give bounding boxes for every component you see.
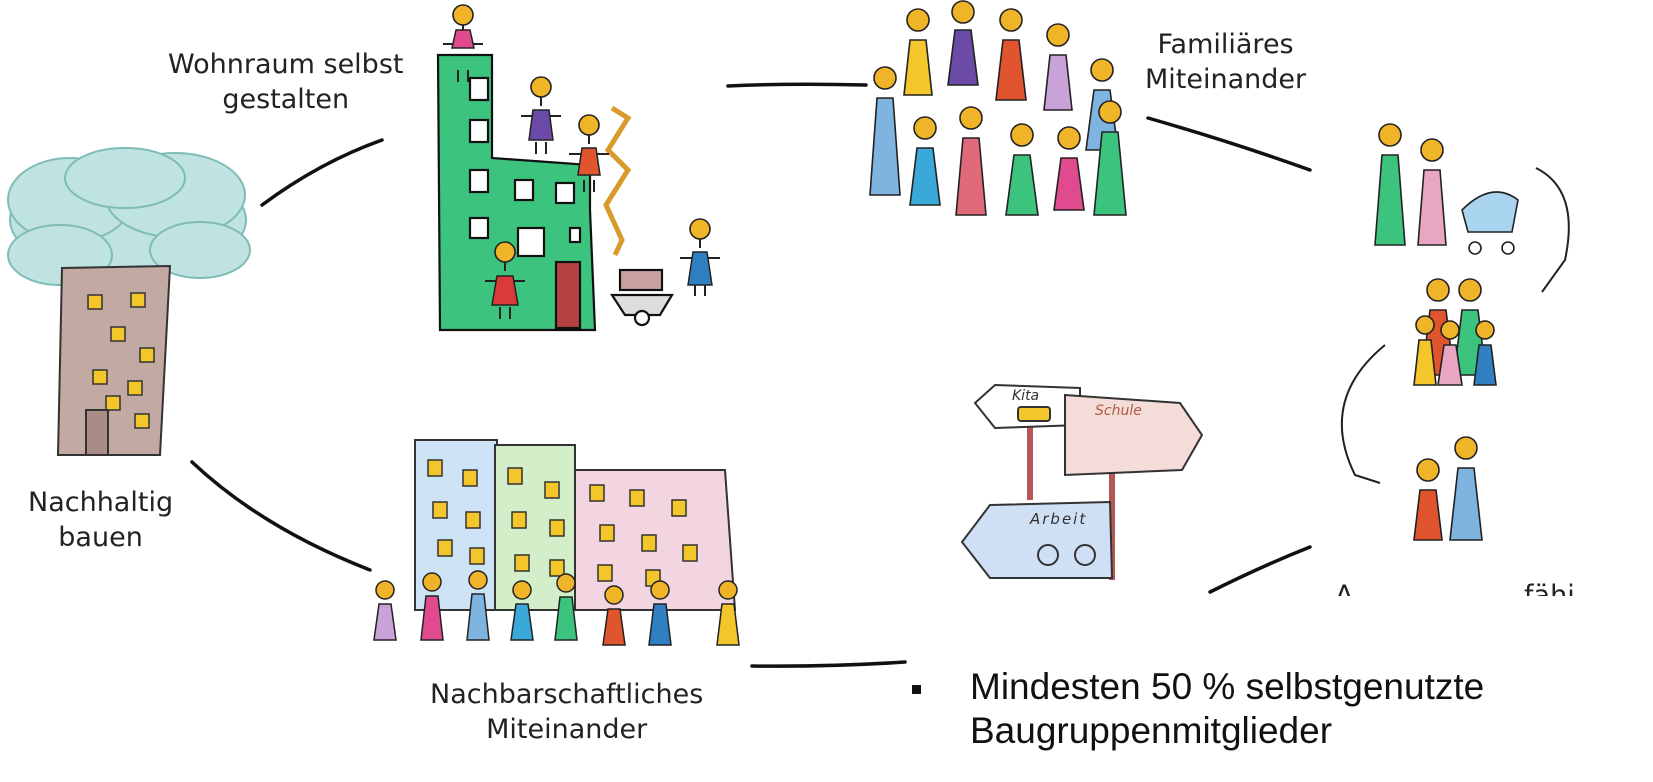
bullet-point: Mindesten 50 % selbstgenutzte Baugruppen… <box>912 665 1653 782</box>
neighbourhood-drawing <box>373 439 740 646</box>
signpost-drawing <box>960 383 1204 580</box>
label-nachhaltig-line2: bauen <box>58 521 143 553</box>
label-familiaeres-line1: Familiäres <box>1157 29 1294 60</box>
tree-house-drawing <box>7 147 251 456</box>
label-familiaeres: Familiäres Miteinander <box>1145 28 1306 97</box>
bullet-text: Mindesten 50 % selbstgenutzte Baugruppen… <box>970 665 1484 754</box>
label-nachhaltig: Nachhaltig bauen <box>28 486 173 555</box>
label-wohnraum: Wohnraum selbst gestalten <box>168 48 403 117</box>
label-nachbarschaft-line1: Nachbarschaftliches <box>430 679 704 710</box>
green-building-drawing <box>436 53 674 332</box>
label-wohnraum-line2: gestalten <box>222 83 350 115</box>
builders-figures <box>442 4 721 320</box>
sign-arbeit: Arbeit <box>1030 510 1088 528</box>
life-stages-drawing <box>1340 123 1570 541</box>
label-familiaeres-line2: Miteinander <box>1145 63 1307 95</box>
bullet-line2: Baugruppenmitglieder <box>970 710 1333 752</box>
label-nachbarschaft-line2: Miteinander <box>486 713 648 745</box>
label-wohnraum-line1: Wohnraum selbst <box>168 49 404 80</box>
label-truncated: A fähi <box>1335 580 1575 596</box>
bullet-marker-icon <box>912 685 921 694</box>
label-nachbarschaft: Nachbarschaftliches Miteinander <box>430 678 703 747</box>
label-nachhaltig-line1: Nachhaltig <box>28 487 174 518</box>
sign-kita: Kita <box>1012 388 1040 404</box>
cycle-connectors <box>190 82 1312 668</box>
sign-schule: Schule <box>1095 403 1142 419</box>
family-circle-drawing <box>869 0 1127 216</box>
bullet-line1: Mindesten 50 % selbstgenutzte <box>970 666 1485 707</box>
